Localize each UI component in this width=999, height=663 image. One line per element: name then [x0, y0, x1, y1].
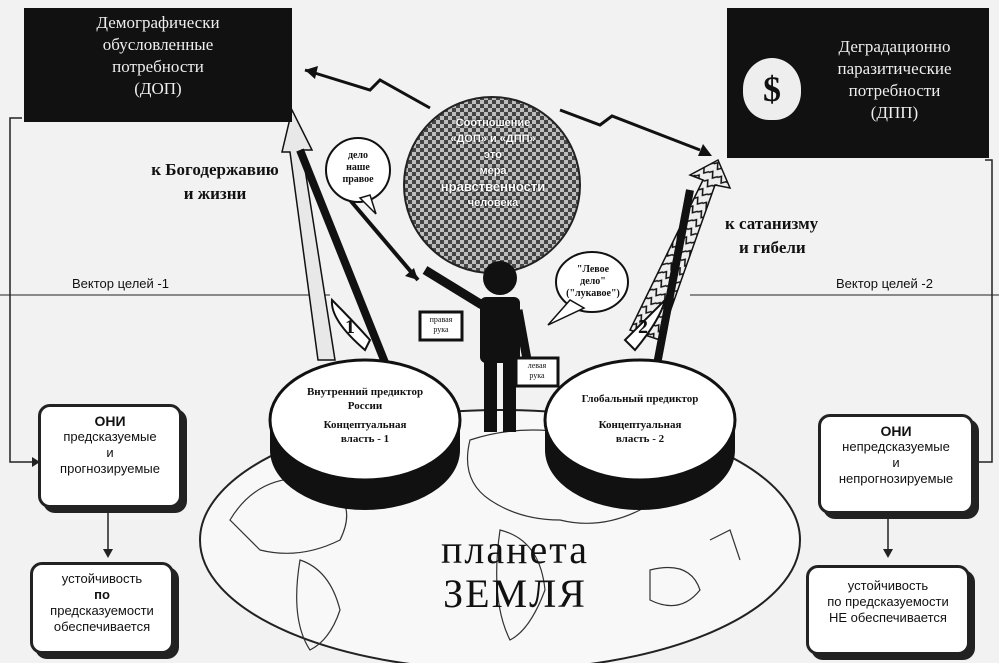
bubble-left-line: наше [346, 162, 370, 173]
planet-line: планета [440, 527, 589, 572]
bubble-right-shape [555, 251, 629, 313]
predictor-left-power: Концептуальная власть - 1 [300, 418, 430, 446]
state-line: предсказуемые [63, 429, 157, 444]
dpp-line: (ДПП) [870, 103, 919, 122]
result-line: по предсказуемости [827, 594, 949, 609]
dpp-line: Деградационно [838, 37, 951, 56]
predictor-left-title: Внутренний предиктор России [285, 385, 445, 413]
drop-1 [330, 297, 372, 352]
circle-line: нравственности [440, 179, 546, 194]
bubble-right-line: ("лукавое") [566, 288, 620, 299]
sign-line: рука [529, 371, 545, 380]
predictor-line: власть - 1 [340, 433, 390, 445]
result-line: устойчивость [61, 571, 143, 586]
dop-line: (ДОП) [134, 79, 182, 98]
state-line: ОНИ [94, 413, 126, 429]
dpp-line: потребности [848, 81, 941, 100]
dop-line: обусловленные [102, 35, 214, 54]
left-state-box: ОНИ предсказуемые и прогнозируемые [38, 404, 182, 508]
state-line: непредсказуемые [842, 439, 950, 454]
drop-2 [623, 296, 667, 352]
state-line: непрогнозируемые [838, 471, 954, 486]
result-line: предсказуемости [50, 603, 154, 618]
bubble-left-line: правое [342, 174, 374, 185]
vector-right-label: Вектор целей -2 [836, 276, 933, 291]
circle-line: Соотношение [455, 117, 531, 129]
predictor-line: Внутренний предиктор [306, 386, 424, 398]
bubble-right-line: "Левое [576, 264, 610, 275]
sign-line: левая [527, 361, 547, 370]
result-line: по [94, 587, 110, 602]
bubble-right-text: "Левое дело" ("лукавое") [560, 264, 626, 300]
bubble-left-text: дело наше правое [332, 150, 384, 186]
right-result-box: устойчивость по предсказуемости НЕ обесп… [806, 565, 970, 655]
dop-line: Демографически [96, 13, 220, 32]
dop-line: потребности [112, 57, 204, 76]
circle-line: человека [467, 197, 519, 209]
left-direction-text: к Богодержавию и жизни [130, 158, 300, 206]
sign-left-hand-rect [514, 356, 560, 388]
number-1: 1 [345, 316, 355, 338]
planet-line: ЗЕМЛЯ [443, 571, 587, 616]
circle-line: мера [479, 165, 507, 177]
sign-left-hand: левая рука [518, 361, 556, 381]
predictor-right-power: Концептуальная власть - 2 [575, 418, 705, 446]
sign-line: правая [429, 315, 453, 324]
number-2: 2 [638, 316, 648, 338]
predictor-line: власть - 2 [615, 433, 665, 445]
lightning-arrow [304, 68, 431, 110]
circle-line: это [484, 149, 502, 161]
dop-box: Демографически обусловленные потребности… [24, 8, 292, 122]
state-line: и [106, 445, 114, 460]
result-line: НЕ обеспечивается [829, 610, 947, 625]
dpp-line: паразитические [837, 59, 952, 78]
state-line: прогнозируемые [60, 461, 160, 476]
bubble-right-line: дело" [580, 276, 606, 287]
right-state-box: ОНИ непредсказуемые и непрогнозируемые [818, 414, 974, 514]
vector-left-label: Вектор целей -1 [72, 276, 169, 291]
left-result-box: устойчивость по предсказуемости обеспечи… [30, 562, 174, 654]
bubble-left-line: дело [347, 150, 369, 161]
left-direction-line: к Богодержавию [151, 160, 279, 179]
money-bag-icon: $ [743, 58, 801, 120]
right-direction-text: к сатанизму и гибели [725, 212, 855, 260]
left-up-arrow [281, 107, 336, 361]
sign-right-hand: правая рука [422, 315, 460, 335]
result-line: обеспечивается [53, 619, 151, 634]
right-direction-line: и гибели [739, 238, 806, 257]
person-icon [422, 261, 533, 432]
sign-right-hand-rect [418, 310, 464, 342]
circle-line: «ДОП» и «ДПП» [450, 133, 536, 145]
planet-label: планета ЗЕМЛЯ [420, 528, 610, 616]
result-line: устойчивость [847, 578, 929, 593]
dpp-box: $ Деградационно паразитические потребнос… [727, 8, 989, 158]
state-line: ОНИ [880, 423, 912, 439]
predictor-line: Концептуальная [323, 419, 407, 431]
predictor-line: России [347, 400, 383, 412]
left-connector [9, 117, 40, 463]
predictor-right-title: Глобальный предиктор [560, 392, 720, 406]
morality-circle-text: Соотношение «ДОП» и «ДПП» это мера нравс… [420, 115, 566, 211]
right-direction-line: к сатанизму [725, 214, 819, 233]
sign-line: рука [433, 325, 449, 334]
bubble-left-shape [325, 137, 391, 203]
predictor-line: Концептуальная [598, 419, 682, 431]
right-connector [975, 159, 993, 463]
predictor-line: Глобальный предиктор [581, 393, 699, 405]
left-direction-line: и жизни [183, 184, 247, 203]
state-line: и [892, 455, 900, 470]
